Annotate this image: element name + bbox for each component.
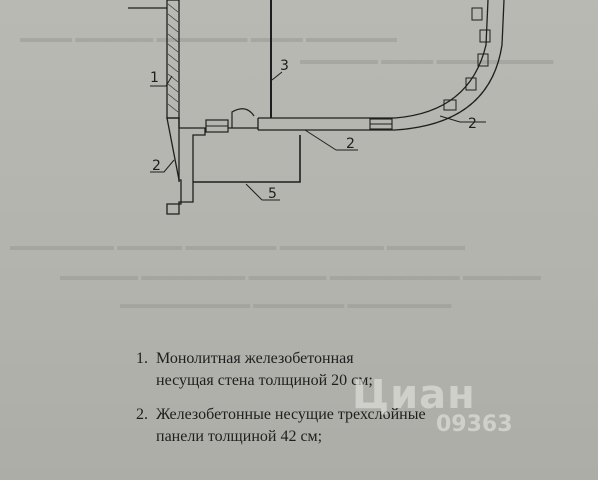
bay-windows <box>443 7 491 111</box>
monolithic-wall <box>128 0 180 119</box>
callout-label: 2 <box>346 136 355 152</box>
panel-wall-bay <box>258 0 505 131</box>
bleed-through-text: ▬▬▬▬▬▬▬▬ ▬▬▬▬▬ ▬▬▬▬▬▬▬ ▬▬▬▬▬▬▬▬ ▬▬▬▬▬▬ <box>10 238 465 253</box>
legend-number: 2. <box>136 406 148 423</box>
watermark-phone: 09363 <box>436 412 513 437</box>
callout-label: 5 <box>268 186 277 202</box>
legend-list: 1. Монолитная железобетонная несущая сте… <box>136 348 576 460</box>
door-swing <box>231 108 255 128</box>
callout-label: 2 <box>152 158 161 174</box>
panel-wall-left <box>166 117 206 215</box>
callout-label: 3 <box>280 58 289 74</box>
bleed-through-text: ▬▬▬▬▬▬ ▬▬▬▬▬▬▬▬ ▬▬▬▬▬▬ ▬▬▬▬▬▬▬▬▬▬ ▬▬▬▬▬▬ <box>60 268 541 283</box>
bleed-through-text: ▬▬▬▬▬▬ ▬▬▬▬ ▬▬▬▬▬▬▬▬▬ <box>300 52 554 67</box>
legend-item: 1. Монолитная железобетонная несущая сте… <box>136 348 576 392</box>
callout-leaders <box>150 71 486 201</box>
callout-label: 1 <box>150 70 159 86</box>
legend-text: Железобетонные несущие трехслойные <box>156 406 426 423</box>
bleed-through-text: ▬▬▬▬ ▬▬▬▬▬▬ ▬▬▬▬▬▬▬ ▬▬▬▬ ▬▬▬▬▬▬▬ <box>20 30 397 45</box>
cian-watermark: Циан 09363 <box>346 372 586 442</box>
legend-text: Монолитная железобетонная <box>156 350 354 367</box>
legend-text: несущая стена толщиной 20 см; <box>156 372 373 389</box>
legend-text: панели толщиной 42 см; <box>156 428 323 445</box>
legend-item: 2. Железобетонные несущие трехслойные па… <box>136 404 576 448</box>
partition-wall-5 <box>193 135 301 183</box>
bleed-through-text: ▬▬▬▬▬▬▬▬▬▬ ▬▬▬▬▬▬▬ ▬▬▬▬▬▬▬▬ <box>120 296 452 311</box>
floor-plan-drawing: 1 2 2 2 3 5 <box>128 0 505 215</box>
legend-number: 1. <box>136 350 148 367</box>
callout-label: 2 <box>468 116 477 132</box>
watermark-logo: Циан <box>352 372 476 418</box>
